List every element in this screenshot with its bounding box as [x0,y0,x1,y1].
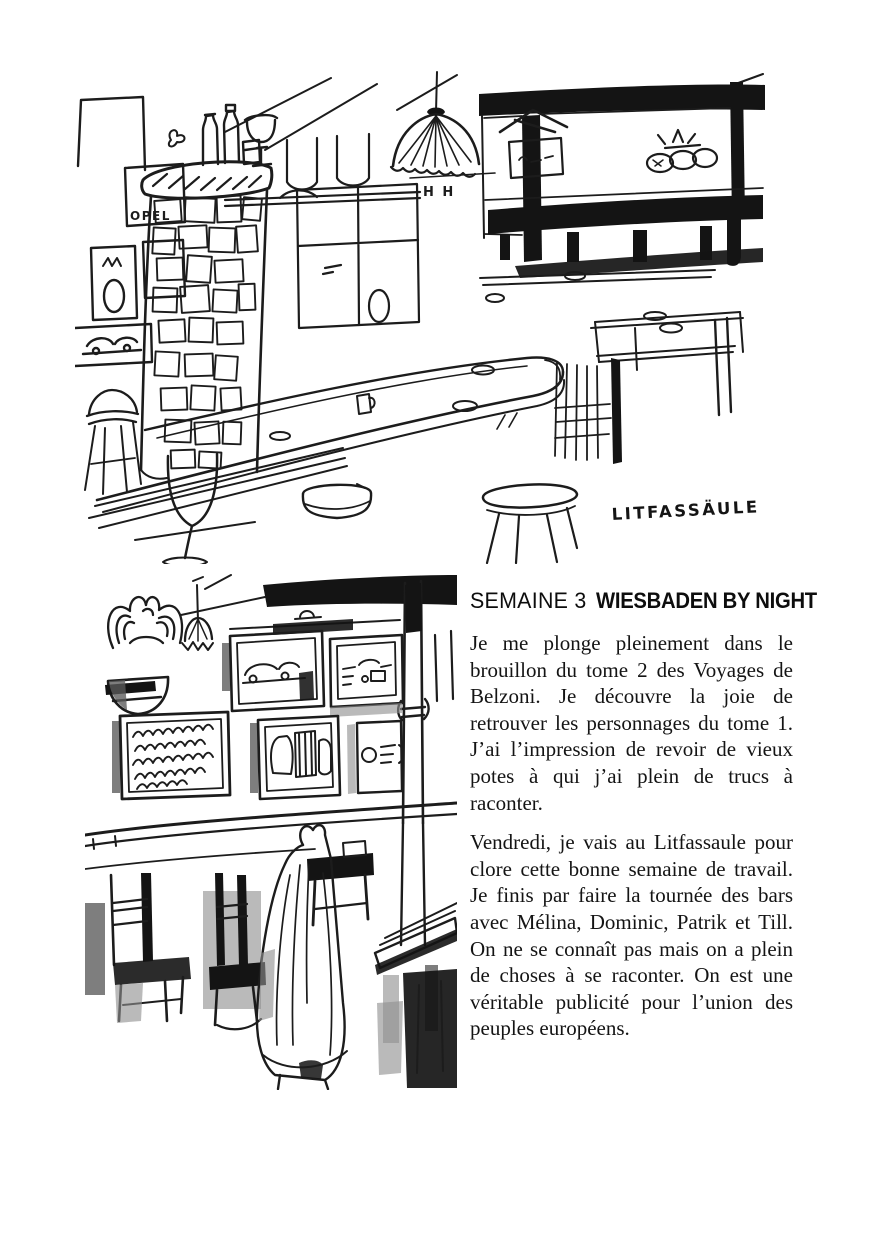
tables-right [479,269,744,417]
chair-middle [203,873,266,1031]
eagle-figure [107,595,184,650]
shield [105,675,170,716]
bottles-and-trophy [167,103,279,168]
picture-frame-cars-1 [222,629,326,713]
top-sketch: OPEL [75,70,767,564]
hanging-lamp: H H [389,71,496,200]
wine-glass [162,452,219,564]
chair-right-back [307,840,374,927]
foot-rails [88,447,348,541]
journal-text: Je me plonge pleinement dans le brouillo… [470,630,793,1042]
bar-stool-left [84,388,142,495]
ceiling-line [180,574,266,616]
chair-left [85,873,191,1023]
paragraph-1: Je me plonge pleinement dans le brouillo… [470,631,793,815]
picture-frame-cars-2 [328,633,405,717]
bar-stool-under-counter [554,358,622,464]
bar-corner-sketch [85,574,457,1090]
paragraph-2: Vendredi, je vais au Litfassaule pour cl… [470,830,793,1041]
sausage-doodle [645,128,719,174]
signature-litfassaule: LITFASSÄULE [611,497,760,524]
bar-stool-front [481,483,579,564]
small-hanging-lamp [181,576,214,651]
pouf-seat [301,483,373,520]
table-right [373,902,457,1088]
lamp-letters: H H [423,185,455,200]
dark-smear [273,619,353,635]
bar-counter [95,356,566,513]
back-shelf [223,132,422,208]
bench-back [85,801,457,870]
frame-edge-right [433,629,455,703]
back-window [295,182,421,330]
page-title: SEMAINE 3 WIESBADEN BY NIGHT [470,584,817,614]
bar-interior-sketch: OPEL [75,71,765,564]
picture-frame-crowd [112,710,232,801]
coat-on-chair [255,823,348,1090]
right-window [479,82,765,278]
section-label: SEMAINE 3 [470,588,587,613]
frame-hook [294,610,322,620]
title-text: WIESBADEN BY NIGHT [595,588,817,613]
bottom-sketch [85,573,457,1090]
text-column: SEMAINE 3 WIESBADEN BY NIGHT Je me plong… [470,584,817,1055]
wall-frames-left [75,95,187,368]
ceiling-dark-band [263,575,457,607]
poster-patchwork [151,194,263,470]
wood-pole [396,579,430,947]
poster-column [139,160,274,480]
picture-frame-letters [347,719,405,795]
picture-frame-jugs [250,714,342,801]
